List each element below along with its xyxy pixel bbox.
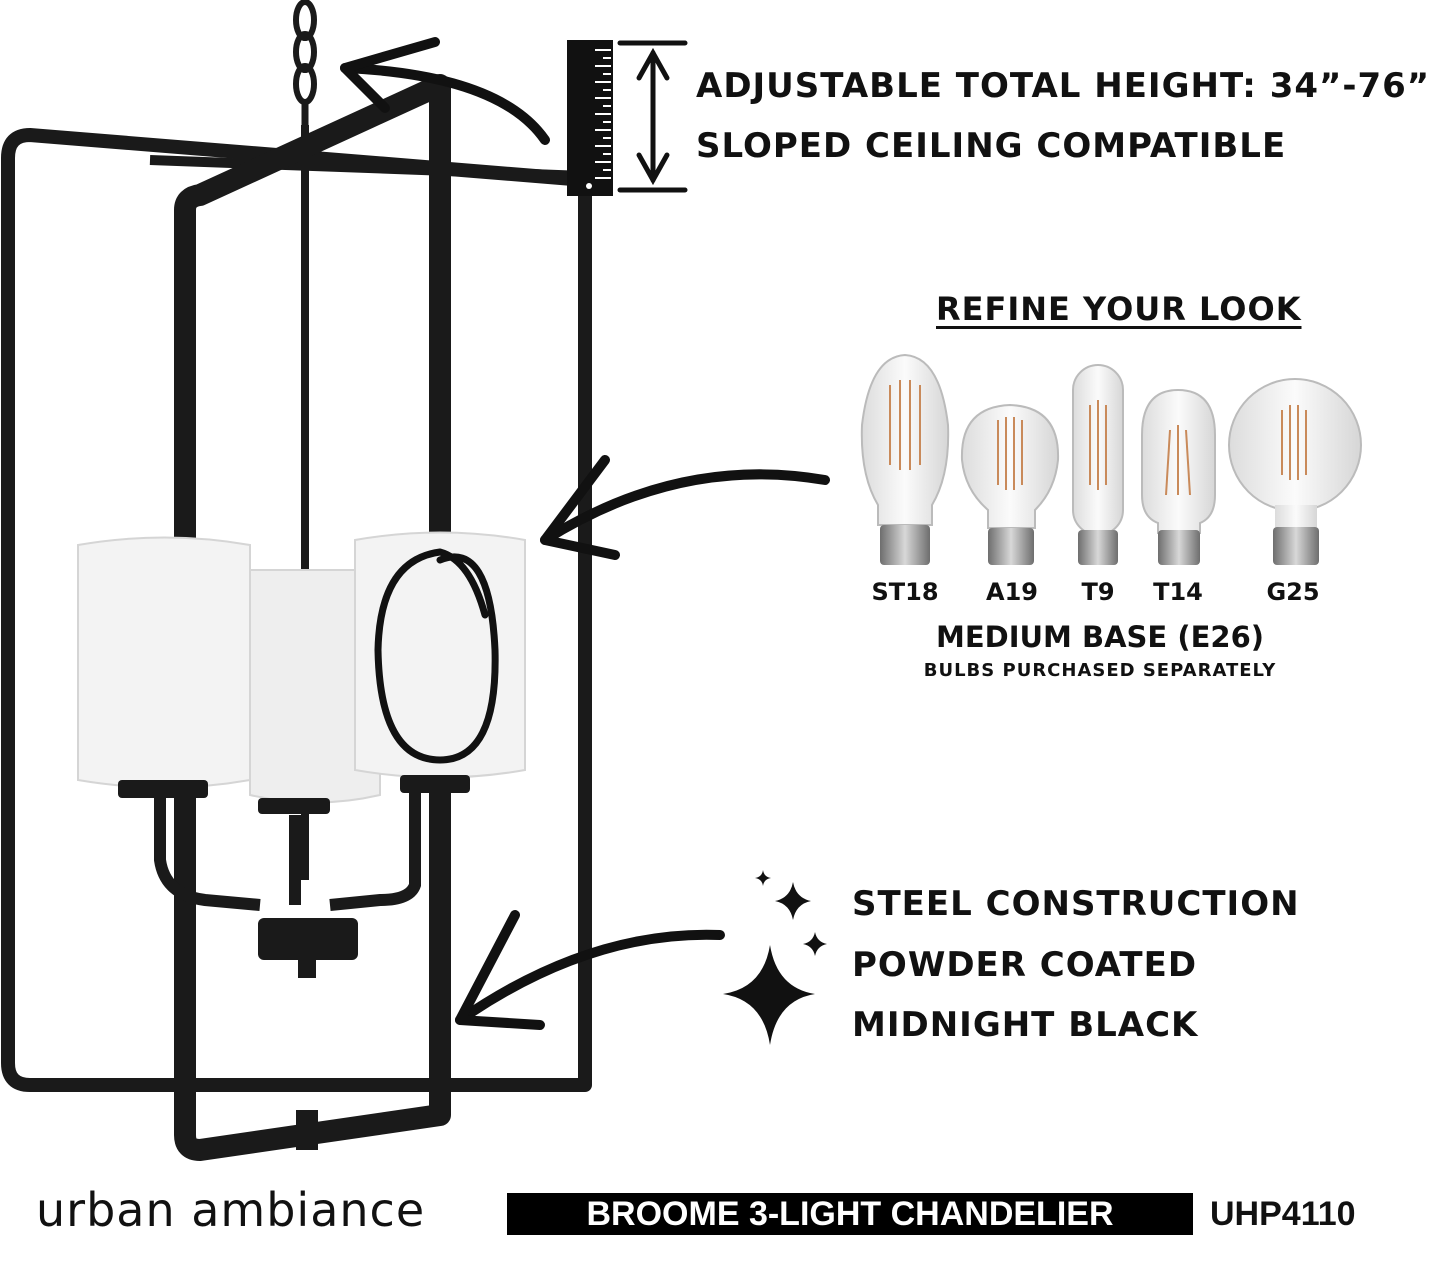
refine-title: REFINE YOUR LOOK — [936, 290, 1302, 328]
bulb-label-t14: T14 — [1153, 578, 1203, 606]
product-name-bar: BROOME 3-LIGHT CHANDELIER — [507, 1193, 1193, 1235]
t9-bulb-icon — [1072, 364, 1124, 565]
ruler-icon — [567, 40, 688, 196]
g25-bulb-icon — [1228, 378, 1362, 565]
bulbs-note: BULBS PURCHASED SEPARATELY — [923, 660, 1277, 681]
brand-logo: urban ambiance — [36, 1183, 426, 1237]
arrow-bottom-icon — [455, 910, 725, 1030]
ceiling-feature: SLOPED CEILING COMPATIBLE — [696, 126, 1287, 166]
bulb-label-a19: A19 — [986, 578, 1038, 606]
front-frame — [174, 74, 451, 1161]
t14-bulb-icon — [1141, 388, 1216, 565]
back-frame — [1, 128, 592, 1092]
chandelier-illustration — [1, 0, 592, 1161]
a19-bulb-icon — [960, 403, 1060, 565]
product-sku: UHP4110 — [1210, 1195, 1356, 1233]
base-type: MEDIUM BASE (E26) — [935, 620, 1265, 654]
material-finish: MIDNIGHT BLACK — [852, 1005, 1199, 1045]
highlight-circle — [374, 548, 499, 764]
bulb-label-g25: G25 — [1266, 578, 1320, 606]
bulb-label-st18: ST18 — [871, 578, 939, 606]
material-powder: POWDER COATED — [852, 945, 1198, 985]
arrow-top-icon — [340, 37, 550, 145]
height-feature: ADJUSTABLE TOTAL HEIGHT: 34”-76” — [696, 66, 1430, 106]
material-steel: STEEL CONSTRUCTION — [852, 884, 1300, 924]
bulb-lineup — [860, 353, 1362, 565]
bulb-label-t9: T9 — [1081, 578, 1115, 606]
annotation-arrows — [340, 37, 830, 1030]
arrow-middle-icon — [540, 455, 830, 560]
sparkle-icon — [723, 870, 827, 1045]
st18-bulb-icon — [860, 353, 950, 565]
